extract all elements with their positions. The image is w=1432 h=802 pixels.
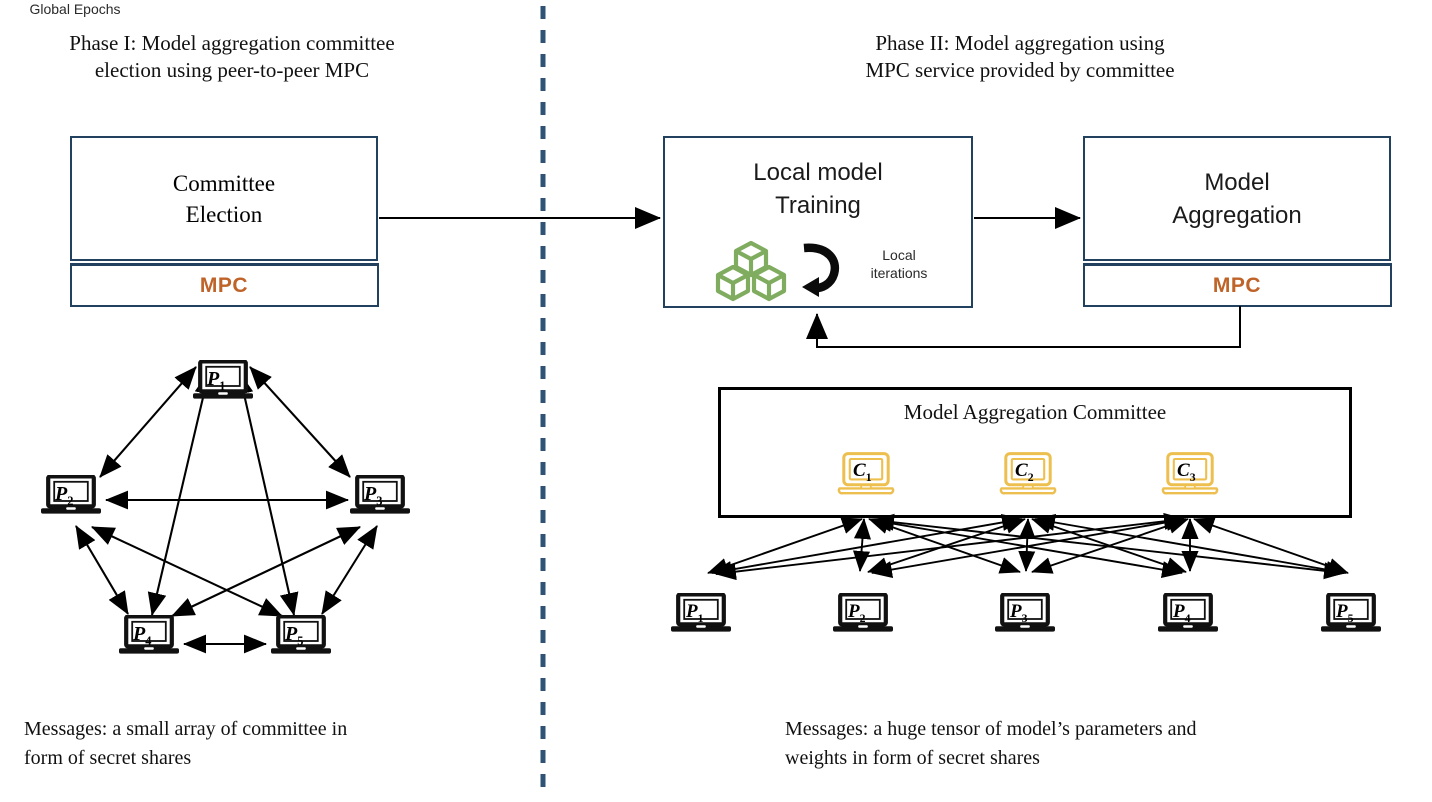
phase1-title: Phase I: Model aggregation committee ele… (22, 30, 442, 84)
committee-election-line1: Committee (172, 170, 276, 196)
global-epochs-label: Global Epochs (29, 1, 121, 17)
laptop-p5-label: P5 (285, 623, 304, 648)
phase2-title-line1: Phase II: Model aggregation using (875, 31, 1165, 55)
committee-election-line2: Election (185, 201, 263, 227)
mpc-label: MPC (1212, 273, 1262, 297)
model-aggregation-title: Model Aggregation (1085, 138, 1389, 259)
model-aggregation-mpc-bar: MPC (1082, 263, 1392, 307)
committee-box-title: Model Aggregation Committee (903, 400, 1167, 424)
laptop-phase2-p4-label: P4 (1173, 601, 1191, 625)
arrow-global-epochs-feedback (806, 306, 1241, 348)
phase2-title-line2: MPC service provided by committee (865, 58, 1175, 82)
committee-participant-edges (707, 512, 1349, 581)
phase1-caption: Messages: a small array of committee in … (24, 715, 494, 773)
laptop-phase2-p5-label: P5 (1336, 601, 1354, 625)
laptop-p3-label: P3 (364, 483, 383, 508)
laptop-p4-label: P4 (133, 623, 152, 648)
phase1-caption-line1: Messages: a small array of committee in (24, 718, 348, 740)
laptop-p1-label: P1 (207, 368, 226, 393)
model-aggregation-line2: Aggregation (1172, 201, 1302, 229)
committee-election-mpc-bar: MPC (69, 263, 379, 307)
phase2-caption-line2: weights in form of secret shares (785, 747, 1040, 769)
model-aggregation-box[interactable]: Model Aggregation MPC (1082, 136, 1392, 307)
phase2-caption-line1: Messages: a huge tensor of model’s param… (785, 718, 1197, 740)
laptop-phase2-p1-label: P1 (686, 601, 704, 625)
laptop-c3-label: C3 (1177, 460, 1196, 484)
phase2-caption: Messages: a huge tensor of model’s param… (785, 715, 1385, 773)
local-iterations-label: Local iterations (851, 246, 947, 282)
local-model-training-line2: Training (775, 192, 861, 219)
curved-loop-arrow-icon (798, 242, 844, 300)
local-model-training-box[interactable]: Local model Training (663, 136, 973, 308)
mpc-label: MPC (199, 273, 249, 297)
green-cubes-icon (715, 240, 787, 302)
laptop-c2-label: C2 (1015, 460, 1034, 484)
committee-election-box-title: Committee Election (72, 138, 376, 259)
laptop-phase2-p3-label: P3 (1010, 601, 1028, 625)
local-model-training-title: Local model Training (665, 156, 971, 222)
committee-election-box[interactable]: Committee Election MPC (69, 136, 379, 307)
laptop-c1-label: C1 (853, 460, 872, 484)
laptop-p2-label: P2 (55, 483, 74, 508)
laptop-phase2-p2-label: P2 (848, 601, 866, 625)
phase1-caption-line2: form of secret shares (24, 747, 192, 769)
phase2-title: Phase II: Model aggregation using MPC se… (790, 30, 1250, 84)
local-iterations-line2: iterations (870, 265, 928, 281)
phase1-title-line2: election using peer-to-peer MPC (94, 58, 370, 82)
phase1-title-line1: Phase I: Model aggregation committee (69, 31, 395, 55)
local-iterations-line1: Local (882, 247, 916, 263)
local-model-training-line1: Local model (753, 159, 883, 186)
p2p-mesh-edges (75, 366, 378, 654)
model-aggregation-line1: Model (1204, 168, 1270, 196)
